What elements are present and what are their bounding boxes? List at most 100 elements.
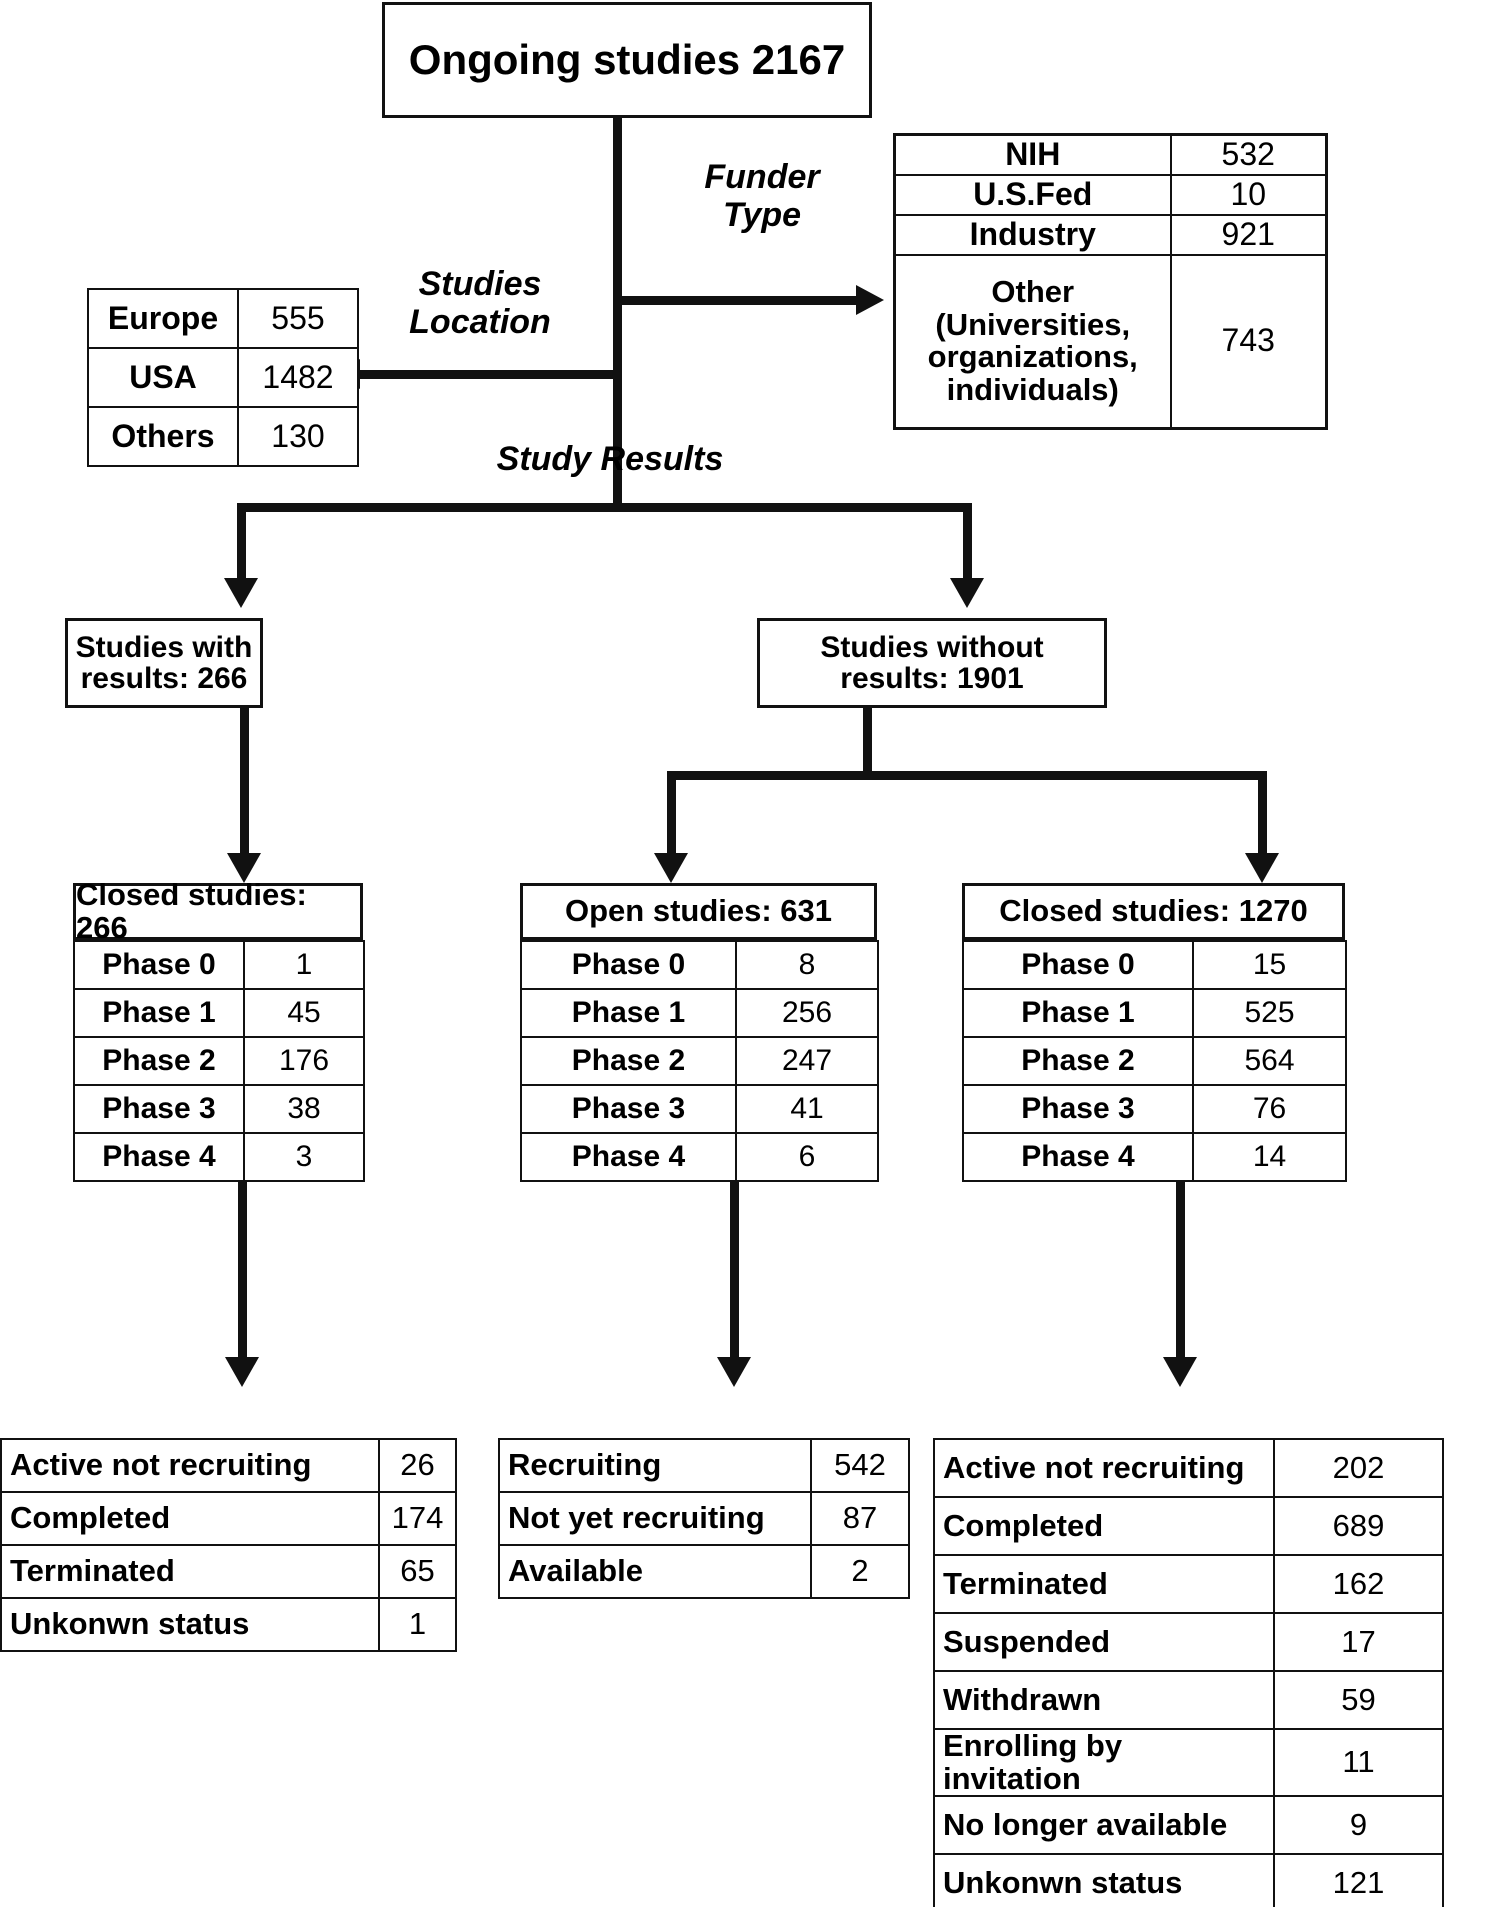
connector-results-split-bar (237, 503, 972, 512)
phase-label: Phase 4 (962, 1132, 1194, 1182)
status-label: Withdrawn (933, 1670, 1275, 1730)
connector-phase2-to-status-arrowhead (1163, 1357, 1197, 1387)
connector-phase1-to-status-arrowhead (717, 1357, 751, 1387)
phase-value: 3 (243, 1132, 365, 1182)
table-row: Other (Universities, organizations, indi… (893, 253, 1328, 430)
phase-label: Phase 1 (520, 988, 737, 1038)
status-value: 1 (378, 1597, 457, 1652)
phase-value: 45 (243, 988, 365, 1038)
table-row: Phase 1 256 (520, 988, 879, 1038)
phase-group-header-label: Closed studies: 266 (76, 876, 307, 945)
connector-open-studies-arrowhead (654, 853, 688, 883)
status-table-1: Recruiting 542 Not yet recruiting 87 Ava… (498, 1438, 910, 1599)
funder-type-table: NIH 532 U.S.Fed 10 Industry 921 Other (U… (893, 133, 1328, 430)
status-label: Enrolling by invitation (933, 1727, 1275, 1798)
root-node-ongoing-studies: Ongoing studies 2167 (382, 2, 872, 118)
table-row: Phase 3 41 (520, 1084, 879, 1134)
table-row: Phase 4 3 (73, 1132, 365, 1182)
status-label: Unkonwn status (0, 1597, 380, 1652)
table-row: Active not recruiting 26 (0, 1438, 457, 1493)
funder-label-other: Other (Universities, organizations, indi… (893, 253, 1172, 430)
phase-label: Phase 2 (962, 1036, 1194, 1086)
phase-value: 76 (1192, 1084, 1347, 1134)
status-value: 17 (1273, 1612, 1444, 1672)
table-row: Phase 4 6 (520, 1132, 879, 1182)
connector-closed-studies-arrowhead (1245, 853, 1279, 883)
location-value: 130 (237, 406, 359, 467)
connector-location-horizontal (360, 370, 618, 379)
connector-with-results-arrowhead (227, 853, 261, 883)
table-row: Terminated 162 (933, 1554, 1444, 1614)
table-row: NIH 532 (893, 133, 1328, 176)
status-label: Completed (0, 1491, 380, 1546)
table-row: Europe 555 (87, 288, 359, 349)
table-row: Phase 1 525 (962, 988, 1347, 1038)
phase-value: 256 (735, 988, 879, 1038)
phase-label: Phase 3 (962, 1084, 1194, 1134)
phase-table-2: Phase 0 15 Phase 1 525 Phase 2 564 Phase… (962, 940, 1347, 1182)
phase-value: 525 (1192, 988, 1347, 1038)
root-node-label: Ongoing studies 2167 (408, 35, 846, 83)
location-label: Others (87, 406, 239, 467)
phase-value: 564 (1192, 1036, 1347, 1086)
table-row: Enrolling by invitation 11 (933, 1727, 1444, 1798)
status-label: Active not recruiting (0, 1438, 380, 1493)
phase-group-header-label: Open studies: 631 (564, 893, 833, 929)
phase-label: Phase 1 (73, 988, 245, 1038)
status-label: Terminated (0, 1544, 380, 1599)
table-row: Phase 3 76 (962, 1084, 1347, 1134)
phase-value: 41 (735, 1084, 879, 1134)
location-value: 1482 (237, 347, 359, 408)
status-table-0: Active not recruiting 26 Completed 174 T… (0, 1438, 457, 1652)
status-label: Suspended (933, 1612, 1275, 1672)
branch-label-studies-location: Studies Location (409, 265, 551, 342)
status-value: 542 (810, 1438, 910, 1493)
phase-value: 176 (243, 1036, 365, 1086)
table-row: Completed 689 (933, 1496, 1444, 1556)
branch-label-study-results: Study Results (496, 440, 724, 478)
table-row: U.S.Fed 10 (893, 173, 1328, 216)
phase-value: 8 (735, 940, 879, 990)
phase-label: Phase 3 (73, 1084, 245, 1134)
phase-value: 6 (735, 1132, 879, 1182)
phase-value: 247 (735, 1036, 879, 1086)
connector-without-results-split-bar (667, 771, 1267, 780)
table-row: Phase 2 247 (520, 1036, 879, 1086)
table-row: Phase 1 45 (73, 988, 365, 1038)
connector-phase0-to-status-arrowhead (225, 1357, 259, 1387)
connector-funder-horizontal (618, 296, 858, 305)
table-row: Phase 2 564 (962, 1036, 1347, 1086)
status-label: Available (498, 1544, 812, 1599)
funder-value: 10 (1169, 173, 1328, 216)
table-row: Not yet recruiting 87 (498, 1491, 910, 1546)
table-row: Phase 0 1 (73, 940, 365, 990)
table-row: Others 130 (87, 406, 359, 467)
node-studies-with-results: Studies with results: 266 (65, 618, 263, 708)
status-label: Terminated (933, 1554, 1275, 1614)
connector-root-stem (613, 118, 622, 510)
phase-label: Phase 2 (520, 1036, 737, 1086)
table-row: Active not recruiting 202 (933, 1438, 1444, 1498)
phase-label: Phase 3 (520, 1084, 737, 1134)
node-studies-without-results: Studies without results: 1901 (757, 618, 1107, 708)
phase-table-1: Phase 0 8 Phase 1 256 Phase 2 247 Phase … (520, 940, 879, 1182)
connector-funder-arrowhead (856, 285, 884, 315)
funder-value: 743 (1169, 253, 1328, 430)
status-value: 202 (1273, 1438, 1444, 1498)
phase-value: 38 (243, 1084, 365, 1134)
branch-label-funder-type: Funder Type (704, 158, 820, 235)
status-value: 689 (1273, 1496, 1444, 1556)
status-table-2: Active not recruiting 202 Completed 689 … (933, 1438, 1444, 1907)
status-value: 162 (1273, 1554, 1444, 1614)
phase-value: 1 (243, 940, 365, 990)
table-row: Unkonwn status 121 (933, 1853, 1444, 1907)
status-value: 9 (1273, 1795, 1444, 1856)
table-row: Phase 4 14 (962, 1132, 1347, 1182)
node-studies-with-results-label: Studies with results: 266 (75, 630, 253, 695)
status-label: Unkonwn status (933, 1853, 1275, 1907)
status-value: 2 (810, 1544, 910, 1599)
phase-group-header-2: Closed studies: 1270 (962, 883, 1345, 940)
status-label: Active not recruiting (933, 1438, 1275, 1498)
connector-results-right-arrowhead (950, 578, 984, 608)
